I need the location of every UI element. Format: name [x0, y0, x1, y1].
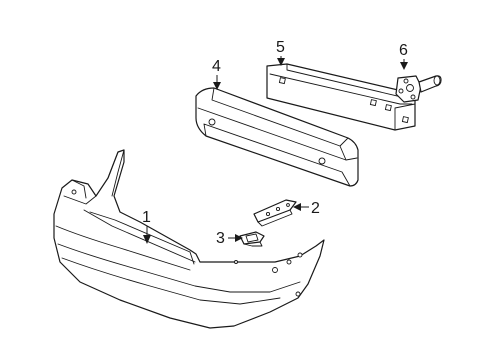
- callout-5: 5: [276, 39, 285, 66]
- callout-3-label: 3: [216, 230, 225, 247]
- arrow-6: [400, 62, 408, 70]
- part-5-reinforcement: [266, 63, 416, 131]
- callout-6-label: 6: [399, 42, 408, 59]
- callout-5-label: 5: [276, 39, 285, 56]
- callout-4: 4: [212, 58, 221, 90]
- callout-3: 3: [216, 230, 243, 247]
- part-2-bracket: [253, 199, 297, 227]
- callout-1: 1: [142, 209, 151, 244]
- arrow-3: [235, 234, 243, 242]
- part-3-clip: [239, 231, 265, 247]
- callout-1-label: 1: [142, 209, 151, 226]
- callout-6: 6: [399, 42, 408, 70]
- callout-2: 2: [293, 200, 320, 217]
- part-1-bumper-cover: [53, 149, 325, 329]
- arrow-4: [213, 82, 221, 90]
- part-6-bracket: [395, 75, 442, 103]
- callout-2-label: 2: [311, 200, 320, 217]
- arrow-2: [293, 203, 301, 211]
- arrow-5: [277, 58, 285, 66]
- part-4-absorber: [195, 87, 359, 187]
- arrow-1: [143, 235, 151, 244]
- callout-4-label: 4: [212, 58, 221, 75]
